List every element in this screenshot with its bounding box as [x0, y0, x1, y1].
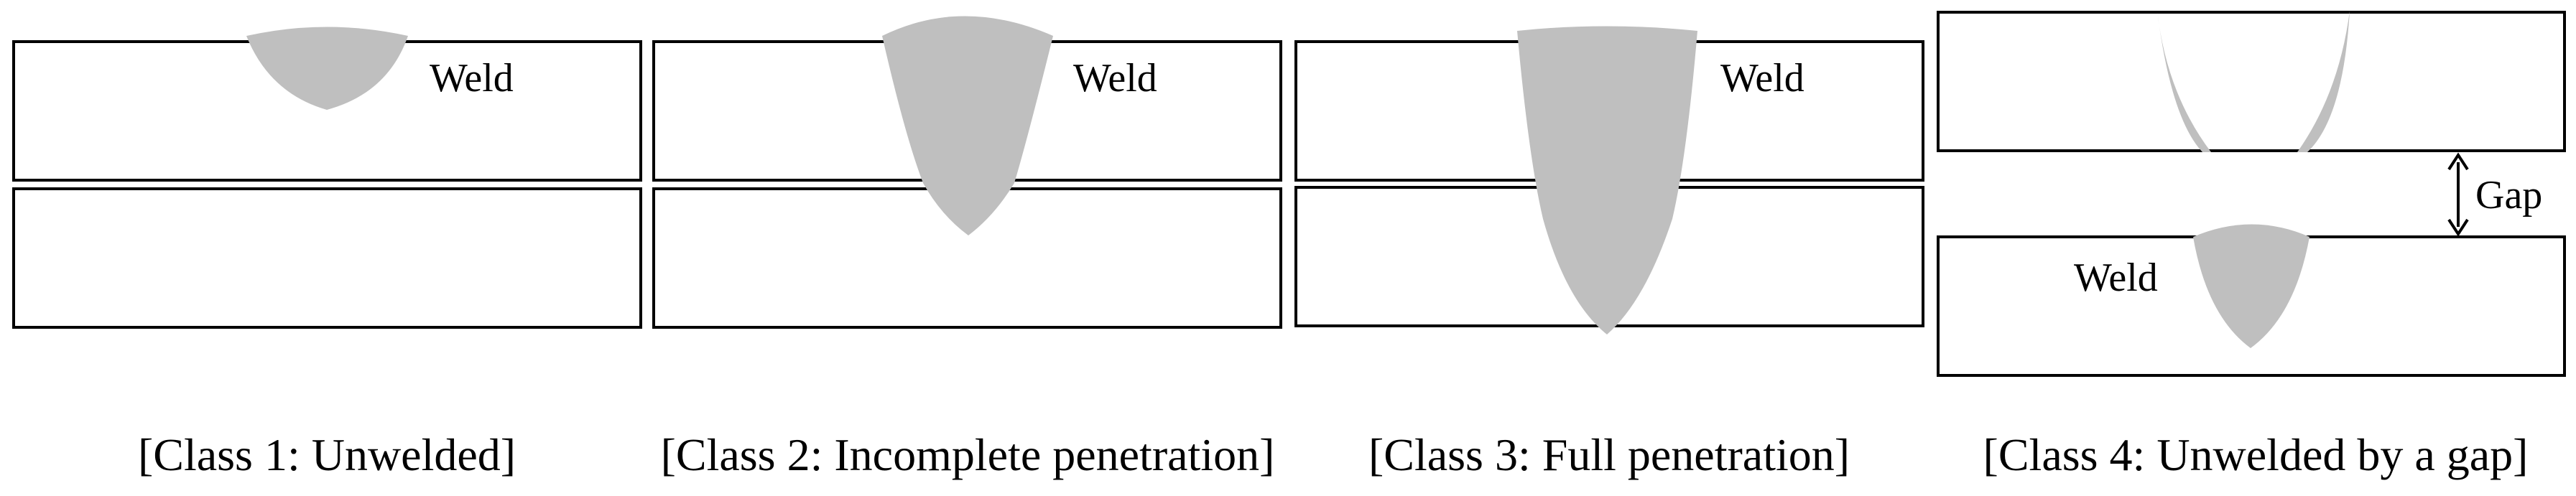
weld-bead — [882, 16, 1053, 235]
weld-label: Weld — [1720, 56, 1804, 100]
caption: [Class 2: Incomplete penetration] — [661, 429, 1275, 480]
gap-label: Gap — [2475, 173, 2542, 217]
weld-label: Weld — [1073, 56, 1157, 100]
lower-weld-bead — [2193, 224, 2309, 348]
lower-plate — [12, 187, 642, 329]
panel-class-3: Weld [Class 3: Full penetration] — [1294, 26, 1924, 480]
panel-class-2: Weld [Class 2: Incomplete penetration] — [652, 16, 1282, 480]
panel-class-1: Weld [Class 1: Unwelded] — [12, 27, 642, 480]
weld-label: Weld — [2074, 256, 2158, 300]
panel-class-4: Weld Gap [Class 4: Unwelded by a gap] — [1937, 11, 2566, 480]
upper-right-weld-sliver — [2297, 11, 2350, 152]
weld-label: Weld — [430, 56, 514, 100]
caption: [Class 1: Unwelded] — [138, 429, 516, 480]
caption: [Class 4: Unwelded by a gap] — [1983, 429, 2529, 480]
upper-plate — [1937, 11, 2566, 152]
gap-arrow — [2447, 152, 2469, 237]
caption: [Class 3: Full penetration] — [1368, 429, 1850, 480]
weld-bead — [246, 27, 408, 110]
weld-bead — [1517, 26, 1697, 334]
